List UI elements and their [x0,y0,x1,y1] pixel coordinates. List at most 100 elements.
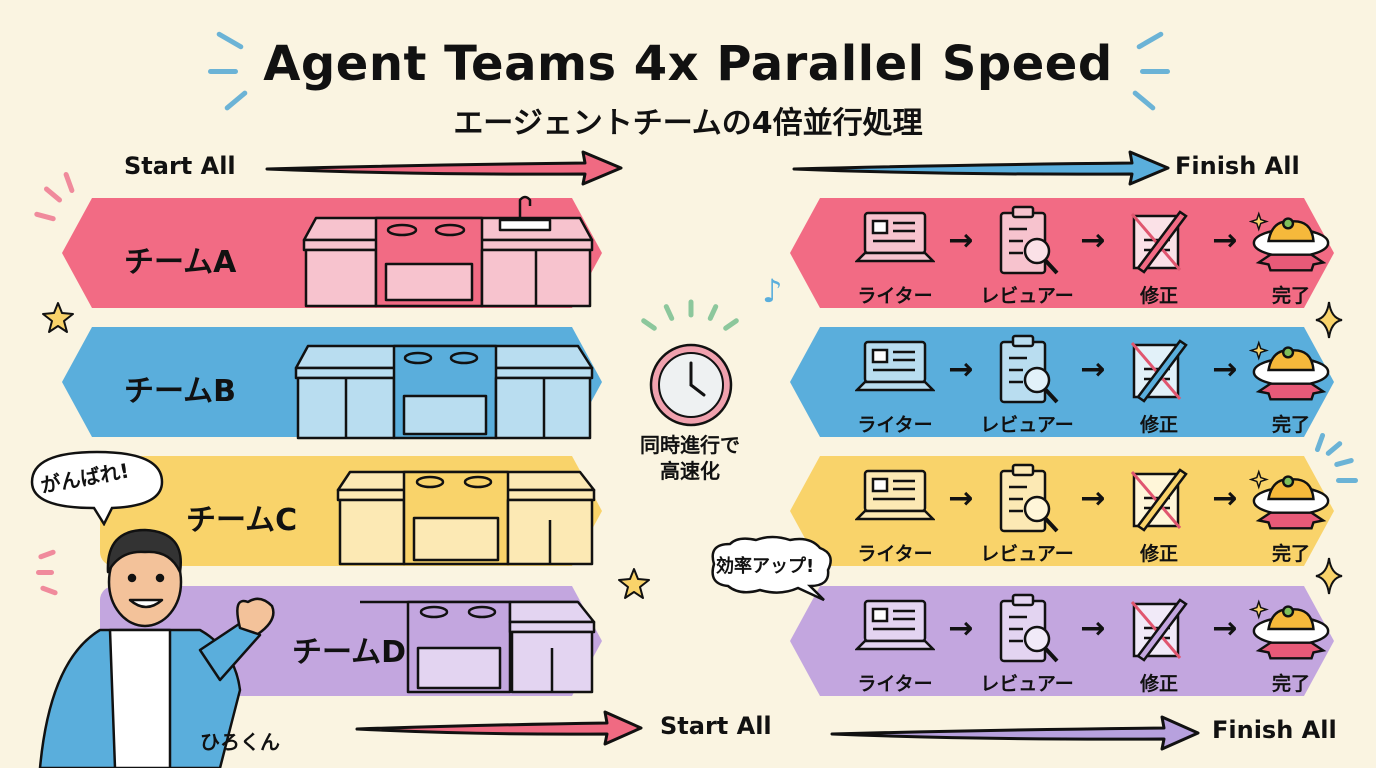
kitchen-icon [358,598,598,694]
step-complete: 完了 [1241,334,1341,437]
laptop-icon [853,205,937,277]
step-label: 修正 [1139,414,1178,436]
omelette-plate-icon [1249,205,1333,277]
step-reviewer: レビュアー [977,205,1077,308]
finish-all-label-top: Finish All [1175,152,1300,180]
document-pen-icon [1117,463,1201,535]
step-complete: 完了 [1241,463,1341,566]
step-label: レビュアー [980,285,1074,307]
efficiency-bubble-text: 効率アップ! [716,556,815,577]
arrow-right-icon: → [1212,223,1238,258]
step-revision: 修正 [1109,334,1209,437]
laptop-icon [853,463,937,535]
kitchen-icon [336,470,596,566]
decor-line [688,299,694,318]
decor-line [62,171,76,194]
step-label: 完了 [1271,414,1310,436]
workflow-row-d: ライター → レビュアー → 修正 → 完了 [845,593,1341,696]
clipboard-magnifier-icon [985,334,1069,406]
efficiency-speech-bubble [711,535,832,602]
step-revision: 修正 [1109,593,1209,696]
step-revision: 修正 [1109,205,1209,308]
music-note-icon: ♪ [762,272,783,310]
laptop-icon [853,593,937,665]
step-label: ライター [857,414,933,436]
clipboard-magnifier-icon [985,463,1069,535]
decor-line [662,303,676,322]
arrow-right-icon: → [1080,481,1106,516]
laptop-icon [853,334,937,406]
decor-line [1336,478,1358,483]
team-c-label: チームC [186,503,298,538]
arrow-right-icon: → [1080,352,1106,387]
clipboard-magnifier-icon [985,593,1069,665]
workflow-row-a: ライター → レビュアー → 修正 → 完了 [845,205,1341,308]
step-revision: 修正 [1109,463,1209,566]
star-icon [618,568,650,599]
decor-line [36,570,54,575]
step-reviewer: レビュアー [977,593,1077,696]
document-pen-icon [1117,593,1201,665]
arrow-right-icon: → [1212,352,1238,387]
step-writer: ライター [845,205,945,308]
document-pen-icon [1117,334,1201,406]
document-pen-icon [1117,205,1201,277]
decor-line [1140,69,1170,74]
sparkle-icon [1315,557,1343,595]
page-title: Agent Teams 4x Parallel Speed [263,36,1113,92]
start-all-label-top: Start All [124,152,236,180]
kitchen-icon [294,340,594,440]
step-complete: 完了 [1241,205,1341,308]
step-label: レビュアー [980,414,1074,436]
sparkle-icon [1315,301,1343,339]
step-label: レビュアー [980,543,1074,565]
start-all-label-bottom: Start All [660,712,772,740]
speech-bubble [30,450,164,526]
arrow-right-icon: → [948,223,974,258]
step-label: 完了 [1271,285,1310,307]
arrow-right-icon: → [948,611,974,646]
team-b-label: チームB [124,374,236,409]
step-label: 修正 [1139,673,1178,695]
step-complete: 完了 [1241,593,1341,696]
omelette-plate-icon [1249,593,1333,665]
decor-line [706,303,720,322]
decor-line [33,211,57,222]
step-label: 修正 [1139,543,1178,565]
step-reviewer: レビュアー [977,334,1077,437]
decor-line [1333,457,1355,468]
step-label: ライター [857,543,933,565]
step-label: 完了 [1271,543,1310,565]
workflow-row-b: ライター → レビュアー → 修正 → 完了 [845,334,1341,437]
character-hirokun-icon [38,528,275,768]
step-label: ライター [857,285,933,307]
arrow-right-icon: → [1080,223,1106,258]
step-writer: ライター [845,334,945,437]
character-name: ひろくん [200,730,280,754]
team-a-label: チームA [124,245,237,280]
star-icon [42,302,74,333]
decor-line [722,317,740,332]
finish-arrow-icon [792,150,1170,186]
caption-line-1: 同時進行で [640,433,740,457]
step-reviewer: レビュアー [977,463,1077,566]
decor-line [640,317,658,332]
clipboard-magnifier-icon [985,205,1069,277]
decor-line [208,69,238,74]
arrow-right-icon: → [1212,611,1238,646]
decor-line [42,185,64,204]
kitchen-icon [300,192,596,308]
step-label: 修正 [1139,285,1178,307]
page-subtitle: エージェントチームの4倍並行処理 [453,106,923,141]
parallel-speed-caption: 同時進行で 高速化 [630,432,750,484]
step-writer: ライター [845,593,945,696]
start-arrow-icon [265,150,623,186]
start-arrow-icon [355,710,643,746]
omelette-plate-icon [1249,334,1333,406]
step-label: レビュアー [980,673,1074,695]
workflow-row-c: ライター → レビュアー → 修正 → 完了 [845,463,1341,566]
omelette-plate-icon [1249,463,1333,535]
clock-icon [649,343,733,427]
finish-all-label-bottom: Finish All [1212,716,1337,744]
decor-line [1324,440,1344,457]
